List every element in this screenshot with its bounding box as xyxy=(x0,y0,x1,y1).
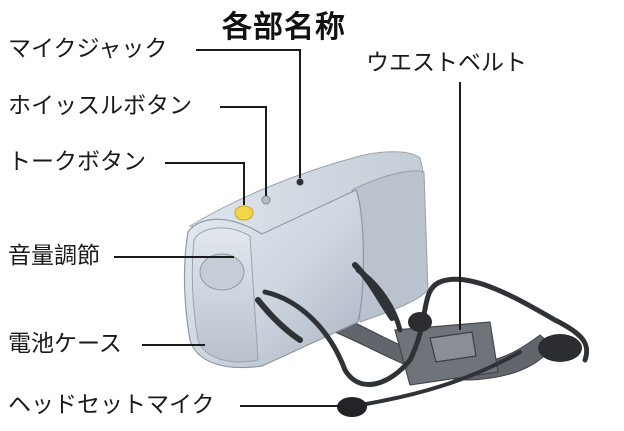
talk-button-shape xyxy=(235,206,253,220)
page-title: 各部名称 xyxy=(222,2,346,46)
leader-mic-jack xyxy=(196,50,300,178)
label-mic-jack: マイクジャック xyxy=(8,38,167,61)
headset-mic-tip xyxy=(337,397,367,417)
device-battery-panel xyxy=(192,228,258,362)
whistle-button-shape xyxy=(262,196,270,204)
label-waist-belt: ウエストベルト xyxy=(366,52,527,75)
label-talk-button: トークボタン xyxy=(8,151,146,174)
headset-earpad xyxy=(538,334,582,362)
label-whistle-button: ホイッスルボタン xyxy=(8,95,192,118)
mic-jack-hole xyxy=(297,179,304,186)
waist-belt-buckle xyxy=(430,332,476,362)
volume-knob xyxy=(200,254,244,290)
label-headset-mic: ヘッドセットマイク xyxy=(8,394,215,417)
label-battery-case: 電池ケース xyxy=(8,333,122,356)
headset-clip xyxy=(408,312,432,332)
leader-talk-button xyxy=(165,163,244,205)
label-volume: 音量調節 xyxy=(8,245,100,268)
